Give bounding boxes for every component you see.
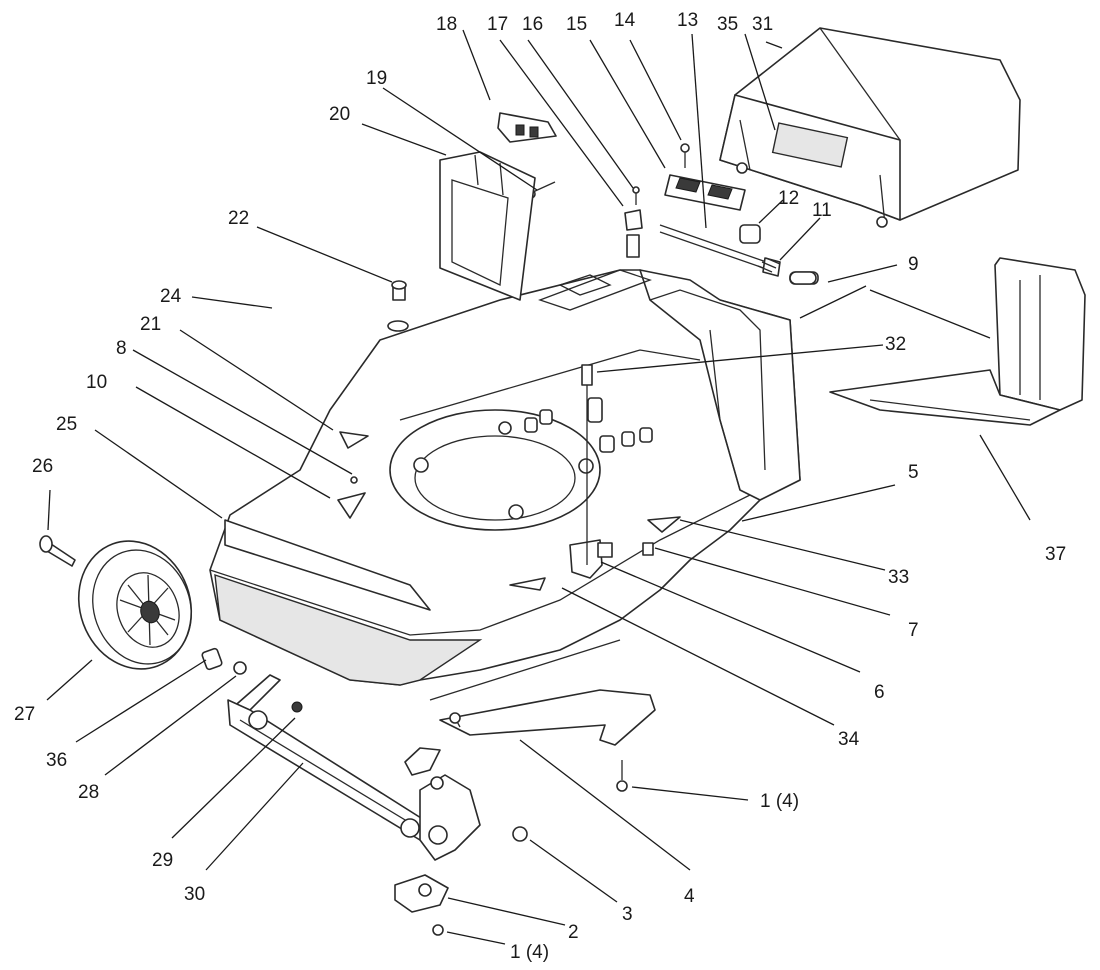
- leader-lines: [46, 29, 1031, 945]
- callout-20: 20: [329, 104, 350, 125]
- callout-28: 28: [78, 782, 99, 803]
- callout-17: 17: [487, 14, 508, 35]
- callout-24: 24: [160, 286, 182, 307]
- callout-34: 34: [838, 729, 860, 750]
- callout-19: 19: [366, 68, 387, 89]
- callout-13: 13: [677, 10, 698, 31]
- callout-10: 10: [86, 372, 107, 393]
- callout-37: 37: [1045, 544, 1066, 565]
- callout-16: 16: [522, 14, 543, 35]
- rear-axle: [227, 674, 528, 861]
- bottom-bracket: [394, 874, 449, 936]
- callout-1-right: 1 (4): [760, 791, 799, 812]
- callout-8: 8: [116, 338, 127, 359]
- callout-7: 7: [908, 620, 919, 641]
- rear-guard: [829, 257, 1086, 426]
- rear-wheel: [39, 535, 247, 675]
- callout-15: 15: [566, 14, 587, 35]
- callout-26: 26: [32, 456, 53, 477]
- callout-11: 11: [812, 200, 832, 221]
- callout-4: 4: [684, 886, 695, 907]
- callout-3: 3: [622, 904, 633, 925]
- mower-deck: [209, 269, 801, 686]
- callout-36: 36: [46, 750, 67, 771]
- callout-18: 18: [436, 14, 457, 35]
- callout-1-bottom: 1 (4): [510, 942, 549, 963]
- callout-31: 31: [752, 14, 773, 35]
- callout-35: 35: [717, 14, 738, 35]
- callout-32: 32: [885, 334, 906, 355]
- grass-bag: [719, 27, 1021, 228]
- hardware: [337, 112, 817, 792]
- callout-labels: 18 19 20 17 16 15 14 13 35 31 12 11 9 22…: [14, 10, 1066, 963]
- callout-9: 9: [908, 254, 919, 275]
- rear-door-assembly: [624, 143, 819, 285]
- callout-6: 6: [874, 682, 885, 703]
- callout-30: 30: [184, 884, 205, 905]
- callout-21: 21: [140, 314, 161, 335]
- callout-5: 5: [908, 462, 919, 483]
- callout-12: 12: [778, 188, 799, 209]
- callout-25: 25: [56, 414, 77, 435]
- callout-2: 2: [568, 922, 579, 943]
- callout-33: 33: [888, 567, 909, 588]
- height-adjust-rail: [404, 639, 656, 776]
- callout-29: 29: [152, 850, 173, 871]
- callout-27: 27: [14, 704, 35, 725]
- callout-14: 14: [614, 10, 636, 31]
- callout-22: 22: [228, 208, 249, 229]
